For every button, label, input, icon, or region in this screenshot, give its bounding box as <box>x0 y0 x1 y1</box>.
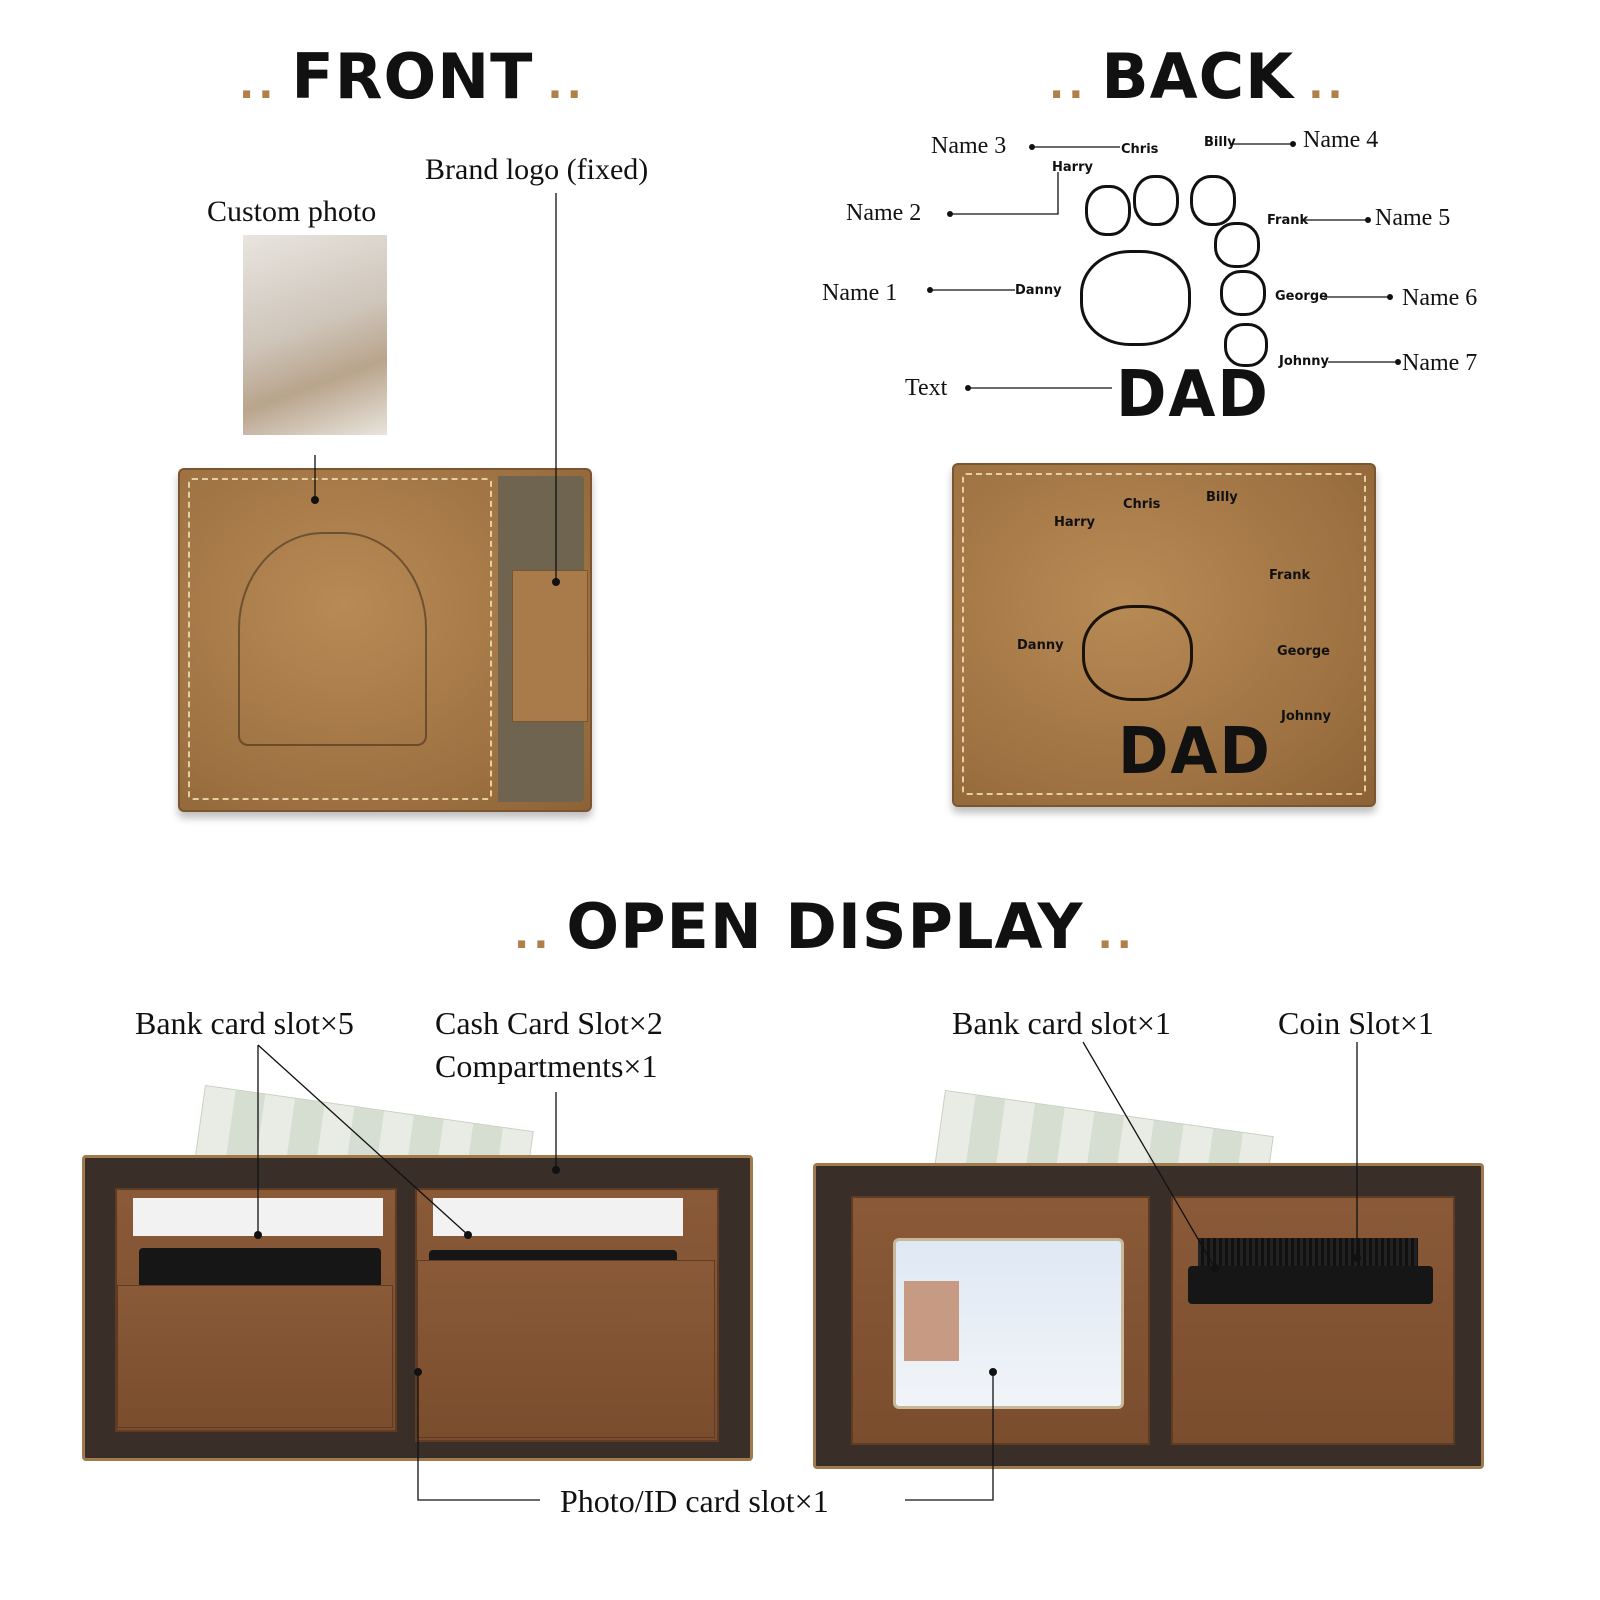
name-7-label: Name 7 <box>1402 350 1478 376</box>
kid-name-4: Billy <box>1204 135 1236 150</box>
kid-fist-icon <box>1214 222 1260 268</box>
cash-card-slot-2-label: Cash Card Slot×2 <box>435 1005 663 1041</box>
decor-dots: .. <box>1097 912 1136 958</box>
name-4-label: Name 4 <box>1303 127 1379 153</box>
bank-card-slot-1-label: Bank card slot×1 <box>952 1005 1171 1041</box>
stitching <box>962 473 1366 795</box>
decor-dots: .. <box>1049 62 1088 108</box>
kid-name-3: Chris <box>1121 142 1159 157</box>
engraved-dad-text: DAD <box>1118 715 1272 789</box>
card <box>433 1198 683 1236</box>
kid-name-1: Danny <box>1015 283 1062 298</box>
decor-dots: .. <box>514 912 553 958</box>
kid-name-5: Frank <box>1267 213 1309 228</box>
dad-fist-icon <box>1080 250 1191 346</box>
engraved-kid-name-7: Johnny <box>1281 709 1332 724</box>
name-3-label: Name 3 <box>931 133 1007 159</box>
text-label: Text <box>905 375 948 401</box>
decor-dots: .. <box>547 62 586 108</box>
back-heading: .. BACK.. <box>1035 40 1361 113</box>
name-2-label: Name 2 <box>846 200 922 226</box>
photo-id-slot-label: Photo/ID card slot×1 <box>560 1483 829 1519</box>
engraved-dad-fist-icon <box>1082 605 1193 701</box>
kid-fist-icon <box>1220 270 1266 316</box>
open-wallet-right <box>813 1163 1484 1469</box>
kid-fist-icon <box>1133 175 1179 226</box>
kid-fist-icon <box>1224 323 1268 367</box>
card <box>1188 1266 1433 1304</box>
bank-card-slot-5-label: Bank card slot×5 <box>135 1005 354 1041</box>
engraved-kid-name-1: Danny <box>1017 638 1064 653</box>
stitching <box>188 478 492 800</box>
name-1-label: Name 1 <box>822 280 898 306</box>
open-wallet-left <box>82 1155 753 1461</box>
card-slots-left <box>115 1188 397 1432</box>
brand-logo-label: Brand logo (fixed) <box>425 153 649 186</box>
pocket <box>117 1285 393 1428</box>
back-title: BACK <box>1101 40 1295 113</box>
name-6-label: Name 6 <box>1402 285 1478 311</box>
card-slots-right <box>415 1188 719 1442</box>
engraved-kid-name-2: Harry <box>1054 515 1095 530</box>
engraved-kid-name-5: Frank <box>1269 568 1311 583</box>
kid-fist-icon <box>1085 185 1131 236</box>
decor-dots: .. <box>1308 62 1347 108</box>
custom-photo-image <box>243 235 387 435</box>
engraved-kid-name-6: George <box>1277 644 1330 659</box>
kid-name-2: Harry <box>1052 160 1093 175</box>
id-window-pocket <box>851 1196 1150 1445</box>
card <box>133 1198 383 1236</box>
engraved-kid-name-3: Chris <box>1123 497 1161 512</box>
front-title: FRONT <box>291 40 534 113</box>
coin-zipper[interactable] <box>1198 1238 1418 1266</box>
back-wallet: Danny Harry Chris Billy Frank George Joh… <box>952 463 1376 807</box>
kid-name-7: Johnny <box>1279 354 1330 369</box>
front-wallet <box>178 468 592 812</box>
engraved-photo <box>238 532 427 746</box>
open-heading: .. OPEN DISPLAY.. <box>500 890 1150 963</box>
id-photo <box>904 1281 959 1361</box>
brand-logo-tab <box>512 570 588 722</box>
coin-slot-1-label: Coin Slot×1 <box>1278 1005 1434 1041</box>
kid-name-6: George <box>1275 289 1328 304</box>
coin-pocket <box>1171 1196 1455 1445</box>
dad-text: DAD <box>1116 358 1270 432</box>
id-window <box>893 1238 1124 1409</box>
front-heading: .. FRONT.. <box>225 40 600 113</box>
name-5-label: Name 5 <box>1375 205 1451 231</box>
kid-fist-icon <box>1190 175 1236 226</box>
custom-photo-label: Custom photo <box>207 195 377 228</box>
decor-dots: .. <box>239 62 278 108</box>
compartments-1-label: Compartments×1 <box>435 1048 658 1084</box>
open-title: OPEN DISPLAY <box>566 890 1084 963</box>
engraved-kid-name-4: Billy <box>1206 490 1238 505</box>
pocket <box>417 1260 715 1438</box>
